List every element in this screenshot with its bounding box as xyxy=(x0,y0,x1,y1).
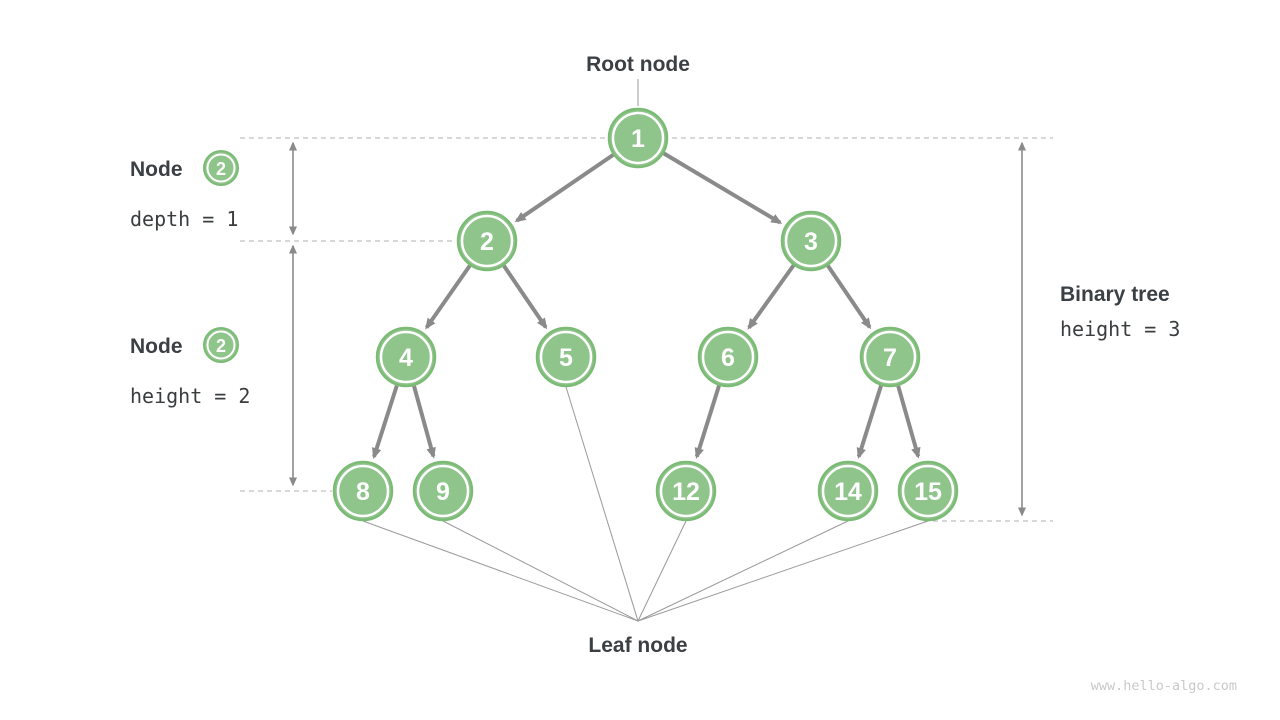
tree-edge xyxy=(747,264,796,330)
tree-edges-layer xyxy=(372,151,921,460)
node-inner-ring xyxy=(460,214,514,268)
leaf-pointer-line xyxy=(362,520,639,622)
tree-edge xyxy=(412,385,436,459)
tree-node: 14 xyxy=(817,460,879,522)
tree-node: 5 xyxy=(535,326,597,388)
leaf-pointer-line xyxy=(637,520,849,622)
leaf-pointer-lines-layer xyxy=(362,386,929,622)
leaf-pointer-line xyxy=(442,520,639,622)
node-value: 12 xyxy=(672,478,700,506)
node-inner-ring xyxy=(701,330,755,384)
tree-edge xyxy=(424,264,472,330)
node-circle xyxy=(456,210,518,272)
badge-inner-ring xyxy=(206,330,236,360)
node-circle xyxy=(332,460,394,522)
node-circle xyxy=(655,460,717,522)
node-inner-ring xyxy=(416,464,470,518)
badge-value: 2 xyxy=(216,159,226,179)
tree-height-formula: height = 3 xyxy=(1060,317,1180,341)
node-inner-ring xyxy=(901,464,955,518)
node-circle xyxy=(375,326,437,388)
node-depth-formula: depth = 1 xyxy=(130,207,238,231)
tree-edge xyxy=(826,264,872,330)
node-value: 1 xyxy=(631,125,645,153)
node-value: 9 xyxy=(436,478,450,506)
node-value: 4 xyxy=(399,344,413,372)
node-circle xyxy=(859,326,921,388)
node-depth-badge: 2 xyxy=(203,150,239,186)
leaf-node-label: Leaf node xyxy=(588,634,687,657)
node-inner-ring xyxy=(821,464,875,518)
leaf-pointer-line xyxy=(637,520,687,622)
badge-circle xyxy=(203,327,239,363)
tree-node: 4 xyxy=(375,326,437,388)
node-inner-ring xyxy=(539,330,593,384)
tree-edge xyxy=(514,153,615,223)
tree-edge xyxy=(694,385,721,460)
node-height-badge: 2 xyxy=(203,327,239,363)
tree-node: 1 xyxy=(607,107,669,169)
node-value: 5 xyxy=(559,344,573,372)
tree-node: 3 xyxy=(780,210,842,272)
node-value: 8 xyxy=(356,478,370,506)
badge-inner-ring xyxy=(206,153,236,183)
node-inner-ring xyxy=(863,330,917,384)
node-value: 6 xyxy=(721,344,735,372)
tree-edge xyxy=(372,384,399,460)
node-depth-title: Node xyxy=(130,158,183,181)
node-value: 15 xyxy=(914,478,942,506)
node-inner-ring xyxy=(611,111,665,165)
tree-edge xyxy=(896,385,921,459)
node-height-formula: height = 2 xyxy=(130,384,250,408)
node-circle xyxy=(697,326,759,388)
tree-edge xyxy=(662,151,783,225)
root-node-label: Root node xyxy=(586,53,690,76)
tree-edge xyxy=(502,264,548,330)
node-inner-ring xyxy=(336,464,390,518)
tree-height-title: Binary tree xyxy=(1060,283,1170,306)
node-height-title: Node xyxy=(130,335,183,358)
node-inner-ring xyxy=(659,464,713,518)
node-circle xyxy=(535,326,597,388)
node-circle xyxy=(412,460,474,522)
badge-value: 2 xyxy=(216,336,226,356)
node-inner-ring xyxy=(784,214,838,268)
node-value: 2 xyxy=(480,228,494,256)
node-circle xyxy=(897,460,959,522)
watermark: www.hello-algo.com xyxy=(1091,678,1237,694)
node-value: 14 xyxy=(834,478,862,506)
tree-node: 9 xyxy=(412,460,474,522)
tree-node: 6 xyxy=(697,326,759,388)
leaf-pointer-line xyxy=(637,520,929,622)
tree-node: 8 xyxy=(332,460,394,522)
tree-node: 2 xyxy=(456,210,518,272)
node-circle xyxy=(607,107,669,169)
tree-edge xyxy=(856,385,883,460)
tree-node: 7 xyxy=(859,326,921,388)
leaf-pointer-line xyxy=(565,386,639,622)
node-circle xyxy=(780,210,842,272)
tree-node: 15 xyxy=(897,460,959,522)
node-value: 7 xyxy=(883,344,897,372)
node-value: 3 xyxy=(804,228,818,256)
tree-node: 12 xyxy=(655,460,717,522)
node-inner-ring xyxy=(379,330,433,384)
node-circle xyxy=(817,460,879,522)
badge-circle xyxy=(203,150,239,186)
